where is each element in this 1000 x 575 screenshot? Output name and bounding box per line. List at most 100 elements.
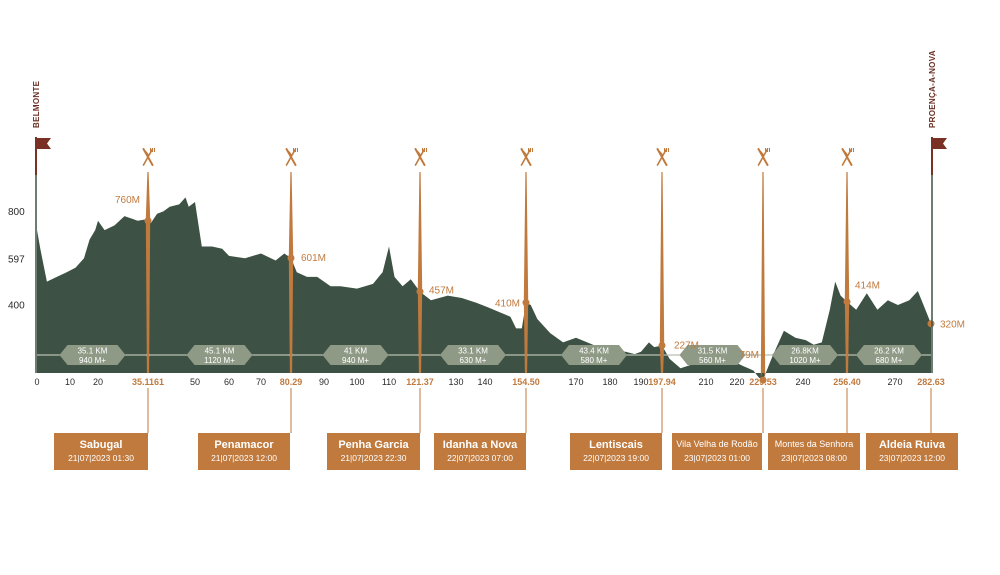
- x-tick-label: 100: [349, 377, 364, 387]
- segment-gain: 580 M+: [581, 356, 608, 365]
- elevation-point: [927, 320, 935, 328]
- flag-icon: [36, 138, 51, 149]
- stop-box: [672, 433, 762, 470]
- x-tick-label: 70: [256, 377, 266, 387]
- x-checkpoint-tick-label: 35.1161: [132, 377, 164, 387]
- segment-badge: [59, 345, 126, 365]
- segment-gain: 940 M+: [79, 356, 106, 365]
- segment-badge: [186, 345, 253, 365]
- x-tick-label: 270: [887, 377, 902, 387]
- elevation-label: 760M: [115, 195, 140, 206]
- x-tick-label: 10: [65, 377, 75, 387]
- cutlery-icon: [414, 148, 427, 166]
- x-tick-label: 110: [382, 377, 396, 387]
- segment-badge: [856, 345, 922, 365]
- x-tick-label: 50: [190, 377, 200, 387]
- elevation-point: [658, 341, 666, 349]
- elevation-label: 601M: [301, 253, 326, 264]
- cutlery-icon: [142, 148, 155, 166]
- checkpoint-spike: [760, 172, 766, 379]
- stop-box: [198, 433, 290, 470]
- x-tick-label: 0: [34, 377, 39, 387]
- segment-distance: 26.8KM: [791, 347, 819, 356]
- cutlery-icon: [656, 148, 669, 166]
- segment-distance: 35.1 KM: [78, 347, 108, 356]
- stop-name: Lentiscais: [589, 439, 643, 451]
- y-tick-label: 800: [8, 207, 25, 218]
- segment-gain: 680 M+: [876, 356, 903, 365]
- elevation-label: 457M: [429, 286, 454, 297]
- stop-name: Montes da Senhora: [775, 439, 854, 449]
- start-label: BELMONTE: [32, 80, 41, 128]
- stop-time: 21|07|2023 12:00: [211, 453, 277, 463]
- checkpoint-spike: [417, 172, 423, 373]
- endpoint-layer: BELMONTE PROENÇA-A-NOVA: [32, 50, 947, 373]
- x-checkpoint-tick-label: 154.50: [512, 377, 540, 387]
- segment-gain: 1020 M+: [789, 356, 821, 365]
- x-tick-label: 170: [568, 377, 583, 387]
- x-checkpoint-tick-label: 282.63: [917, 377, 945, 387]
- elevation-label: 414M: [855, 281, 880, 292]
- y-tick-label: 597: [8, 254, 25, 265]
- stop-box: [327, 433, 420, 470]
- segment-gain: 630 M+: [460, 356, 487, 365]
- stop-time: 21|07|2023 01:30: [68, 453, 134, 463]
- stop-box: [434, 433, 526, 470]
- cutlery-icon: [285, 148, 298, 166]
- profile-layer: [37, 197, 931, 381]
- stop-name: Sabugal: [80, 439, 123, 451]
- stop-time: 23|07|2023 01:00: [684, 453, 750, 463]
- x-tick-label: 130: [448, 377, 463, 387]
- cutlery-icon: [841, 148, 854, 166]
- x-checkpoint-tick-label: 121.37: [406, 377, 434, 387]
- stop-box: [866, 433, 958, 470]
- x-checkpoint-tick-label: 229.53: [749, 377, 777, 387]
- elevation-point: [144, 217, 152, 225]
- elevation-point: [522, 299, 530, 307]
- segment-distance: 31.5 KM: [698, 347, 728, 356]
- checkpoint-spike: [844, 172, 850, 373]
- stop-time: 22|07|2023 07:00: [447, 453, 513, 463]
- elevation-point: [759, 376, 767, 384]
- segment-distance: 45.1 KM: [205, 347, 235, 356]
- x-tick-label: 190: [633, 377, 648, 387]
- cutlery-icon: [757, 148, 770, 166]
- x-checkpoint-tick-label: 80.29: [280, 377, 303, 387]
- x-tick-label: 140: [477, 377, 492, 387]
- stop-box: [54, 433, 148, 470]
- x-tick-label: 220: [729, 377, 744, 387]
- x-tick-label: 240: [795, 377, 810, 387]
- stop-name: Aldeia Ruiva: [879, 439, 946, 451]
- stop-name: Penha Garcia: [338, 439, 409, 451]
- segment-badge: [772, 345, 838, 365]
- cutlery-icon: [520, 148, 533, 166]
- segment-badge: [440, 345, 506, 365]
- flag-icon: [932, 138, 947, 149]
- stop-box: [570, 433, 662, 470]
- elevation-area: [37, 197, 931, 381]
- checkpoint-spike: [288, 172, 294, 373]
- elevation-label: 227M: [674, 340, 699, 351]
- elevation-point: [287, 254, 295, 262]
- stop-name: Vila Velha de Rodão: [676, 439, 757, 449]
- segment-badge: [322, 345, 389, 365]
- stop-box: [768, 433, 860, 470]
- x-tick-label: 20: [93, 377, 103, 387]
- elevation-point: [416, 288, 424, 296]
- segment-gain: 560 M+: [699, 356, 726, 365]
- stop-time: 22|07|2023 19:00: [583, 453, 649, 463]
- checkpoint-spike: [659, 172, 665, 373]
- x-tick-label: 60: [224, 377, 234, 387]
- elevation-point: [843, 298, 851, 306]
- segment-badge: [679, 345, 746, 365]
- finish-label: PROENÇA-A-NOVA: [928, 50, 937, 128]
- segment-distance: 33.1 KM: [458, 347, 488, 356]
- segment-distance: 26.2 KM: [874, 347, 904, 356]
- segment-gain: 1120 M+: [204, 356, 235, 365]
